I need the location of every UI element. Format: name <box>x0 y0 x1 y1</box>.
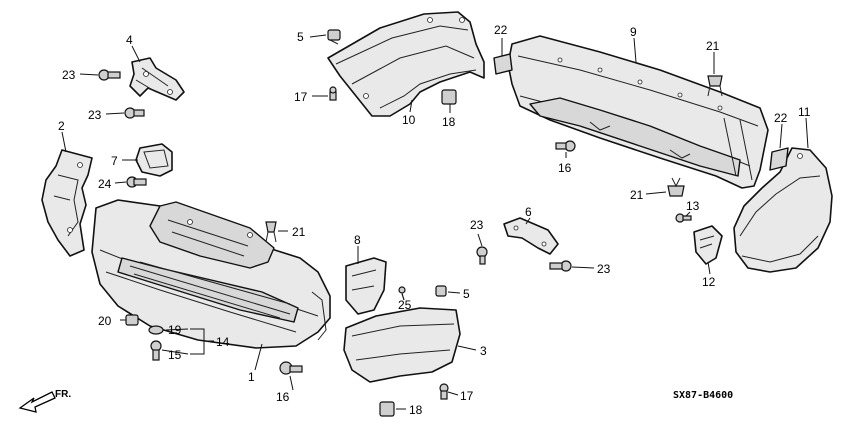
bolt-23-a[interactable] <box>98 69 121 81</box>
callout-21-front[interactable]: 21 <box>292 225 306 239</box>
callout-22-left[interactable]: 22 <box>494 23 508 37</box>
callout-20[interactable]: 20 <box>98 314 112 328</box>
part-4-bracket[interactable] <box>129 57 185 101</box>
part-9-rear-bumper-beam[interactable] <box>507 35 769 189</box>
fastener-17-top[interactable] <box>329 86 337 101</box>
callout-4[interactable]: 4 <box>126 33 133 47</box>
callout-21-mid-right[interactable]: 21 <box>630 188 644 202</box>
callout-2[interactable]: 2 <box>58 119 65 133</box>
callout-23-d[interactable]: 23 <box>597 262 611 276</box>
callout-24[interactable]: 24 <box>98 177 112 191</box>
clip-21-top-right[interactable] <box>707 75 723 97</box>
clip-18-top[interactable] <box>441 89 457 105</box>
diagram-code: SX87-B4600 <box>673 390 733 401</box>
bolt-23-d[interactable] <box>549 260 572 272</box>
part-6-bracket[interactable] <box>503 217 559 255</box>
pad-22-right[interactable] <box>769 147 789 171</box>
fastener-5-top[interactable] <box>327 29 341 45</box>
clip-18-bottom[interactable] <box>379 401 395 417</box>
callout-19[interactable]: 19 <box>168 323 182 337</box>
callout-12[interactable]: 12 <box>702 275 716 289</box>
pad-22-left[interactable] <box>493 53 513 75</box>
callout-1[interactable]: 1 <box>248 370 255 384</box>
callout-11[interactable]: 11 <box>798 105 811 119</box>
callout-5-top[interactable]: 5 <box>297 30 304 44</box>
callout-23-b[interactable]: 23 <box>88 108 102 122</box>
leader-lines <box>61 34 809 410</box>
clip-21-mid-right[interactable] <box>667 177 685 197</box>
callout-10[interactable]: 10 <box>402 113 416 127</box>
callout-22-right[interactable]: 22 <box>774 111 788 125</box>
callout-23-a[interactable]: 23 <box>62 68 76 82</box>
bolt-23-b[interactable] <box>124 107 145 119</box>
callout-18-top[interactable]: 18 <box>442 115 456 129</box>
part-10-rear-bumper-side-left[interactable] <box>327 11 485 117</box>
front-direction-label: FR. <box>55 389 71 400</box>
callout-13[interactable]: 13 <box>686 199 700 213</box>
callout-16-top[interactable]: 16 <box>558 161 572 175</box>
callout-16-bottom[interactable]: 16 <box>276 390 290 404</box>
part-1-front-bumper-face[interactable] <box>91 199 331 349</box>
clip-21-front[interactable] <box>265 221 277 243</box>
part-12-clip[interactable] <box>693 225 723 265</box>
screw-13[interactable] <box>675 213 692 223</box>
callout-9[interactable]: 9 <box>630 25 637 39</box>
callout-7[interactable]: 7 <box>111 154 118 168</box>
part-7-holder[interactable] <box>135 143 173 177</box>
callout-15[interactable]: 15 <box>168 348 182 362</box>
bolt-24[interactable] <box>126 176 147 188</box>
callout-8[interactable]: 8 <box>354 233 361 247</box>
screw-16-top[interactable] <box>555 140 576 152</box>
callout-25[interactable]: 25 <box>398 298 412 312</box>
fastener-17-bottom[interactable] <box>439 383 449 400</box>
washer-19[interactable] <box>148 325 164 335</box>
callout-23-c[interactable]: 23 <box>470 218 484 232</box>
part-2-front-bumper-side-bracket[interactable] <box>41 149 93 257</box>
callout-14[interactable]: 14 <box>216 335 230 349</box>
screw-16-bottom[interactable] <box>279 361 303 375</box>
front-direction-arrow: FR. <box>18 389 71 413</box>
callout-3[interactable]: 3 <box>480 344 487 358</box>
callout-6[interactable]: 6 <box>525 205 532 219</box>
part-11-rear-bumper-side-right[interactable] <box>733 147 833 273</box>
bolt-23-c[interactable] <box>476 246 488 265</box>
callout-labels: 1 2 3 4 5 5 6 7 8 9 10 11 12 13 14 15 16… <box>58 23 811 417</box>
fastener-5-lower[interactable] <box>435 285 447 297</box>
callout-18-bottom[interactable]: 18 <box>409 403 423 417</box>
callout-17-top[interactable]: 17 <box>294 90 308 104</box>
callout-21-top-right[interactable]: 21 <box>706 39 720 53</box>
callout-17-bottom[interactable]: 17 <box>460 389 474 403</box>
part-8-spacer[interactable] <box>345 257 387 315</box>
nut-20[interactable] <box>125 314 139 326</box>
part-3-front-bumper-corner[interactable] <box>343 307 461 383</box>
callout-5-lower[interactable]: 5 <box>463 287 470 301</box>
bolt-15[interactable] <box>150 340 162 361</box>
